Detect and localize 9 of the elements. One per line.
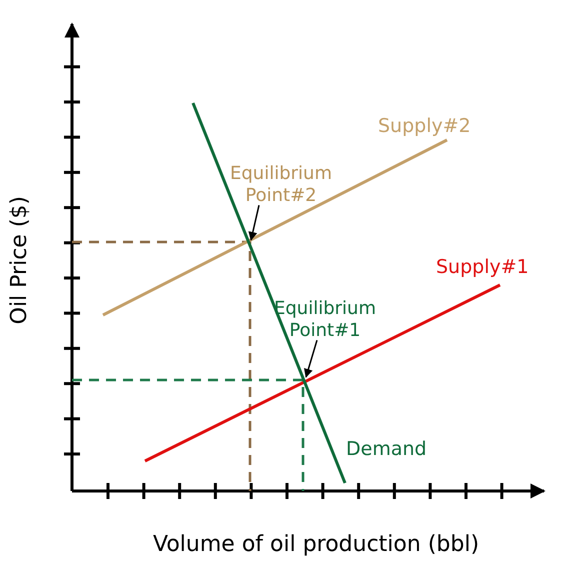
axis-title: Volume of oil production (bbl) <box>153 532 480 558</box>
line-label: Demand <box>346 438 427 461</box>
line-label: Supply#1 <box>436 256 529 279</box>
leader-line <box>304 340 318 378</box>
leader-line <box>248 205 260 241</box>
callout-text: Equilibrium Point#1 <box>265 298 385 342</box>
axis-title: Oil Price ($) <box>6 196 33 324</box>
callout-text: Equilibrium Point#2 <box>221 163 341 206</box>
line-label: Supply#2 <box>378 115 471 138</box>
